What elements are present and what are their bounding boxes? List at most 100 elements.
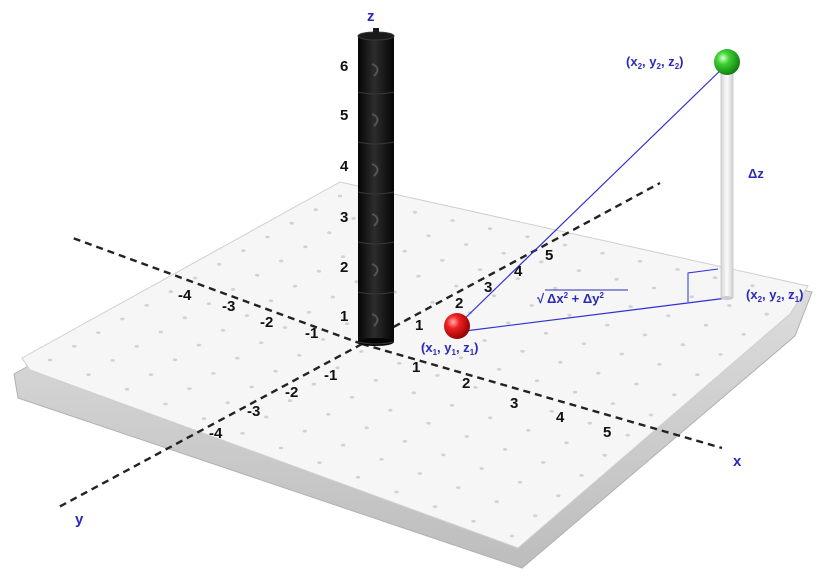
- peg-hole: [120, 317, 125, 321]
- peg-hole: [344, 322, 350, 326]
- peg-hole: [417, 472, 423, 475]
- peg-hole: [482, 339, 487, 342]
- peg-hole: [488, 416, 493, 420]
- distance-lines: [456, 63, 728, 333]
- peg-hole: [220, 328, 226, 332]
- pegboard-top: [21, 181, 809, 549]
- peg-hole: [192, 276, 198, 280]
- peg-hole: [416, 274, 421, 278]
- peg-hole: [327, 231, 332, 235]
- peg-hole: [211, 372, 216, 375]
- peg-hole: [602, 453, 607, 457]
- z-axis-tick-label: 6: [340, 58, 348, 75]
- peg-hole: [379, 457, 384, 461]
- column-notch: [371, 263, 379, 277]
- peg-hole: [196, 343, 202, 347]
- peg-hole: [479, 467, 484, 470]
- peg-hole: [359, 350, 364, 353]
- y-axis-line-front: [56, 342, 363, 510]
- peg-hole: [432, 505, 438, 509]
- peg-hole: [529, 304, 534, 307]
- y-axis-tick-label: -4: [178, 287, 192, 304]
- peg-hole: [182, 316, 187, 320]
- y-axis-tick-label: 2: [455, 295, 463, 312]
- point-2-sphere: [714, 49, 740, 75]
- column-notch: [371, 113, 379, 127]
- peg-hole: [206, 302, 212, 305]
- peg-hole: [235, 356, 240, 360]
- peg-hole: [268, 299, 274, 303]
- peg-hole: [244, 314, 250, 317]
- peg-hole: [526, 428, 531, 432]
- peg-hole: [487, 227, 493, 231]
- peg-hole: [491, 294, 497, 298]
- peg-hole: [456, 486, 461, 489]
- x-axis-tick-label: 2: [462, 375, 470, 392]
- peg-hole: [666, 314, 671, 318]
- peg-hole: [330, 295, 336, 299]
- peg-hole: [454, 284, 459, 288]
- peg-hole: [430, 300, 435, 304]
- svg-text:Δx2 + Δy2: Δx2 + Δy2: [547, 291, 604, 306]
- column-segment-seam: [357, 91, 395, 95]
- peg-hole: [148, 373, 154, 376]
- peg-hole: [680, 343, 685, 347]
- x-axis-line-back: [361, 181, 661, 346]
- peg-hole: [402, 249, 407, 253]
- peg-hole: [637, 259, 643, 263]
- horizontal-distance-formula: √ Δx2 + Δy2: [537, 289, 628, 306]
- peg-hole: [86, 373, 91, 377]
- peg-hole: [642, 333, 648, 337]
- delta-z-label: Δz: [748, 166, 764, 181]
- peg-hole: [340, 443, 346, 447]
- peg-hole: [464, 243, 469, 246]
- peg-hole: [440, 258, 445, 262]
- peg-hole: [625, 433, 630, 437]
- peg-hole: [265, 235, 270, 239]
- peg-hole: [217, 262, 222, 266]
- y-axis-tick-label: -3: [222, 298, 235, 315]
- peg-hole: [316, 269, 322, 273]
- peg-hole: [337, 194, 343, 198]
- peg-hole: [278, 446, 284, 450]
- peg-hole: [373, 378, 378, 382]
- y-axis-line-back: [69, 235, 363, 346]
- peg-hole: [402, 439, 408, 443]
- peg-hole: [628, 305, 633, 308]
- peg-hole: [144, 303, 149, 307]
- peg-hole: [441, 453, 446, 457]
- y-axis-tick-label: 5: [545, 247, 553, 264]
- peg-hole: [287, 399, 293, 402]
- column-notch: [371, 313, 379, 327]
- peg-hole: [303, 245, 308, 249]
- peg-hole: [254, 273, 260, 277]
- peg-hole: [567, 313, 572, 317]
- peg-hole: [279, 259, 284, 263]
- peg-hole: [515, 277, 520, 281]
- column-notch: [371, 213, 379, 227]
- peg-hole: [168, 290, 173, 294]
- peg-hole: [562, 243, 568, 247]
- peg-hole: [564, 441, 569, 445]
- peg-hole: [259, 341, 264, 345]
- peg-hole: [163, 402, 168, 406]
- z-axis-tick-label: 4: [340, 158, 349, 175]
- peg-hole: [225, 401, 230, 405]
- x-axis-label: x: [733, 453, 742, 470]
- peg-hole: [672, 393, 677, 397]
- peg-hole: [72, 344, 77, 348]
- x-axis-tick-label: -1: [324, 367, 337, 384]
- peg-hole: [420, 345, 426, 348]
- peg-hole: [695, 373, 700, 377]
- pegboard: [13, 181, 813, 569]
- peg-hole: [712, 276, 718, 280]
- x-axis-tick-label: -4: [209, 425, 223, 442]
- peg-hole: [47, 358, 53, 362]
- horizontal-distance-line: [456, 297, 728, 333]
- peg-hole: [576, 269, 582, 272]
- z-axis-tick-label: 1: [340, 308, 348, 325]
- peg-hole: [600, 251, 605, 255]
- peg-hole: [657, 362, 662, 366]
- y-axis-tick-label: -2: [260, 314, 273, 331]
